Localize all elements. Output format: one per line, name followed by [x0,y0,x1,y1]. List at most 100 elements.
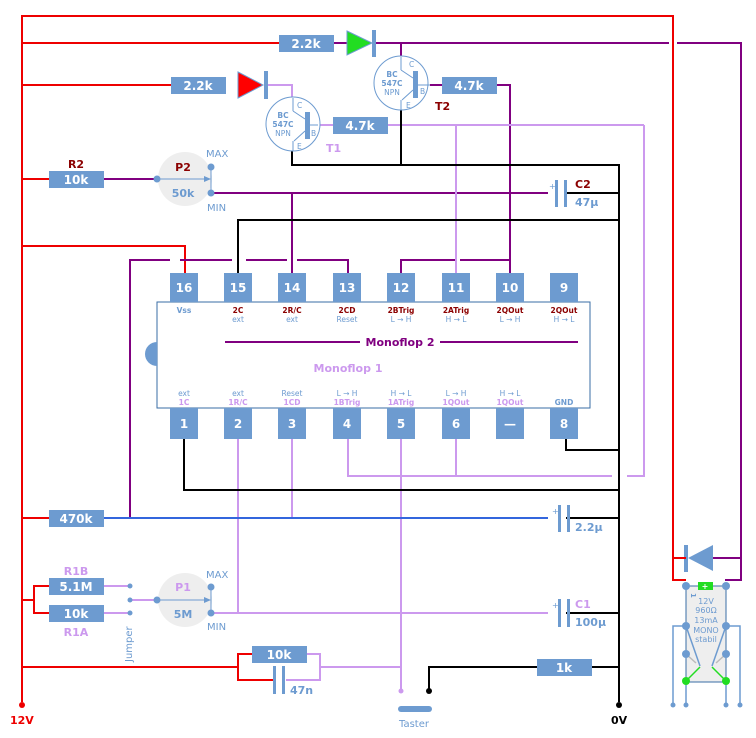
svg-text:6: 6 [452,417,460,431]
ic-pin-desc: Reset [282,389,303,398]
svg-text:MAX: MAX [206,149,228,160]
12v-label: 12V [10,714,34,727]
resistor-red-led[interactable]: 2.2k [171,77,226,94]
svg-text:12: 12 [393,281,410,295]
ic-pin-desc: H → L [446,315,468,324]
ic-dual-monoflop[interactable]: Monoflop 2 Monoflop 1 16Vss152Cext142R/C… [145,273,591,439]
svg-text:C2: C2 [575,178,591,191]
t1-label: T1 [326,142,341,155]
ic-pin-function: 2R/C [282,306,302,315]
ic-pin-desc: L → H [446,389,467,398]
ic-pin-function: 1QOut [443,398,470,407]
svg-text:4.7k: 4.7k [345,119,375,133]
svg-text:B: B [420,87,425,96]
0v-terminal [616,702,622,708]
jumper[interactable]: Jumper [124,583,135,664]
ic-pin-function: 1C [179,398,190,407]
resistor-t2-base[interactable]: 4.7k [442,77,497,94]
svg-text:2.2µ: 2.2µ [575,521,603,534]
capacitor-taster[interactable]: 47n [273,666,313,697]
svg-text:13: 13 [339,281,356,295]
ic-top-pins: 16Vss152Cext142R/Cext132CDReset122BTrigL… [170,273,578,324]
svg-text:MIN: MIN [207,622,226,633]
svg-text:8: 8 [560,417,568,431]
ic-pin-desc: H → L [391,389,413,398]
svg-text:stabil: stabil [695,635,717,644]
svg-text:E: E [297,142,302,151]
wire-taster-rc [237,653,273,681]
svg-text:12V: 12V [698,597,714,606]
svg-text:E: E [406,101,411,110]
svg-text:BC: BC [386,70,398,79]
resistor-r1a[interactable]: 10k R1A [49,605,104,639]
svg-text:—: — [504,417,516,431]
svg-text:10: 10 [502,281,519,295]
ic-pin-function: 2QOut [497,306,524,315]
svg-text:2.2k: 2.2k [291,37,321,51]
svg-text:3: 3 [288,417,296,431]
resistor-r1b[interactable]: R1B 5.1M [49,565,104,595]
svg-text:C: C [297,101,302,110]
svg-text:+: + [552,507,559,516]
potentiometer-p2[interactable]: P2 50k MAX MIN [153,149,229,214]
svg-text:100µ: 100µ [575,616,606,629]
svg-text:5M: 5M [174,608,193,621]
relay-pin1-label: 1 [689,593,697,598]
resistor-green-led[interactable]: 2.2k [279,35,334,52]
transistor-t1[interactable]: BC 547C NPN C B E T1 [265,96,341,155]
capacitor-c1[interactable]: + C1 100µ [552,598,606,629]
ic-pin-function: 2QOut [551,306,578,315]
wires [21,15,742,702]
12v-terminal [19,702,25,708]
relay[interactable]: + 1 12V 960Ω 13mA MONO stabil [670,582,743,708]
svg-text:4: 4 [343,417,351,431]
svg-text:BC: BC [277,111,289,120]
resistor-r2[interactable]: R2 10k [49,158,104,188]
ic-pin-8[interactable]: 8 GND [550,398,578,439]
ic-pin-desc: H → L [500,389,522,398]
svg-text:50k: 50k [172,187,195,200]
red-led-icon[interactable] [237,71,268,99]
ic-pin-desc: ext [178,389,190,398]
svg-text:470k: 470k [59,512,93,526]
svg-text:MIN: MIN [207,203,226,214]
svg-text:MAX: MAX [206,570,228,581]
supply-wires [21,15,686,702]
transistor-t2[interactable]: BC 547C NPN C B E T2 [373,55,450,113]
svg-text:547C: 547C [272,120,294,129]
ic-pin-function: 1CD [284,398,301,407]
taster-button[interactable]: Taster [398,688,432,730]
ic-pin-function: 2BTrig [388,306,415,315]
ic-pin-function: 1QOut [497,398,524,407]
resistor-t1-base[interactable]: 4.7k [333,117,388,134]
svg-text:MONO: MONO [693,626,718,635]
capacitor-bias[interactable]: + 2.2µ [552,505,603,534]
flyback-diode-icon[interactable] [673,545,741,572]
monoflop2-label: Monoflop 2 [366,336,435,349]
capacitor-c2[interactable]: + C2 47µ [549,178,598,209]
ic-pin-function: GND [555,398,574,407]
resistor-pulldown-1k[interactable]: 1k [537,659,592,676]
resistor-bias-470k[interactable]: 470k [49,510,104,527]
monoflop2-wires [103,42,742,581]
svg-text:NPN: NPN [275,129,291,138]
potentiometer-p1[interactable]: P1 5M MAX MIN [153,570,229,633]
resistor-taster[interactable]: 10k [252,646,307,663]
green-led-icon[interactable] [346,30,376,57]
